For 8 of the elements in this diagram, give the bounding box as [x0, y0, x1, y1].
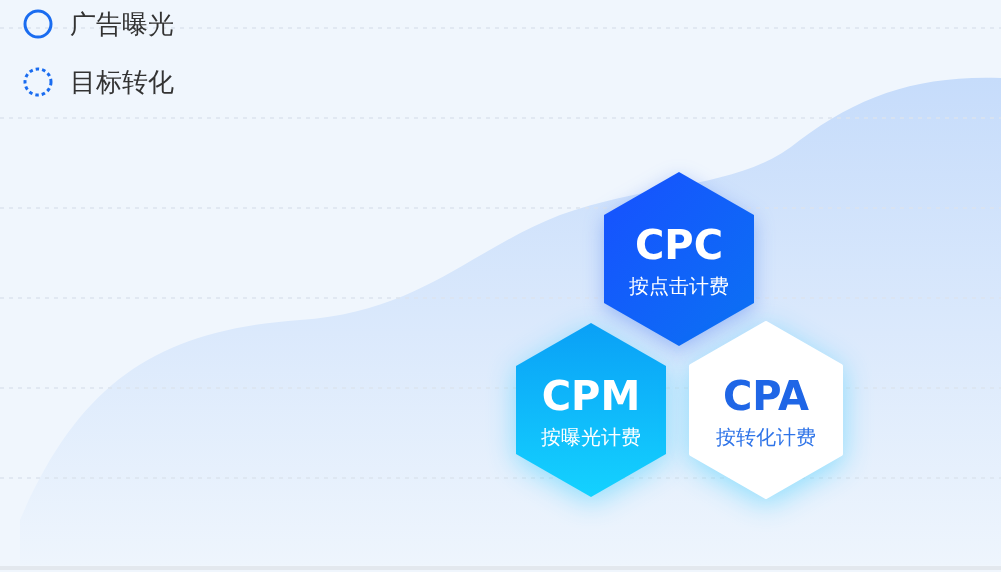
- legend-label: 目标转化: [70, 69, 174, 95]
- hexagon-subtitle: 按点击计费: [629, 273, 729, 299]
- hexagon-title: CPM: [541, 371, 641, 421]
- hexagon-title: CPA: [723, 371, 809, 421]
- hexagon-title: CPC: [635, 220, 723, 270]
- hexagon-subtitle: 按曝光计费: [541, 424, 641, 450]
- hexagon-subtitle: 按转化计费: [716, 424, 816, 450]
- legend-label: 广告曝光: [70, 11, 174, 37]
